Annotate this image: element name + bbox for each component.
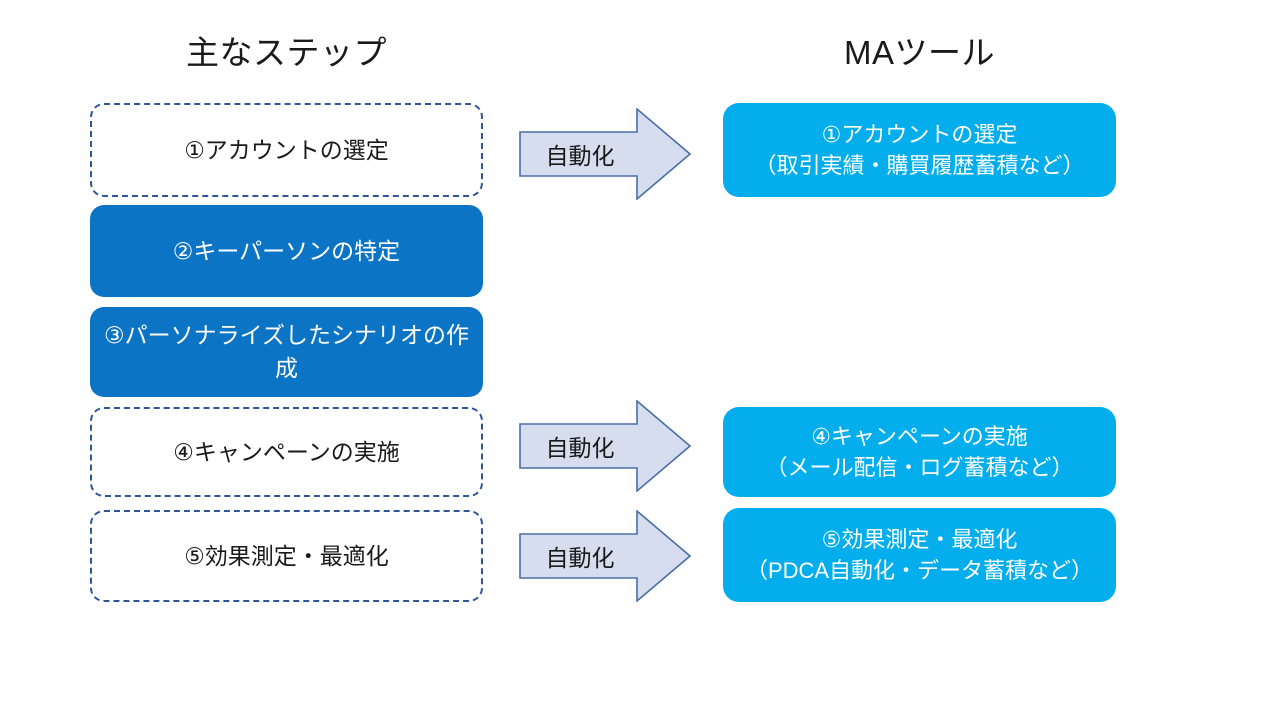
step-box-3[interactable]: ③パーソナライズしたシナリオの作成 [90, 307, 483, 397]
step-box-1-label: ①アカウントの選定 [184, 136, 389, 163]
step-box-5-label: ⑤効果測定・最適化 [184, 542, 389, 569]
right-arrow-icon [519, 108, 691, 200]
step-box-2-label: ②キーパーソンの特定 [172, 237, 401, 264]
right-arrow-icon [519, 400, 691, 492]
tool-box-1-text: ①アカウントの選定 （取引実績・購買履歴蓄積など） [737, 119, 1102, 181]
tool-box-5-line1: ⑤効果測定・最適化 [821, 527, 1018, 552]
automation-arrow-2[interactable]: 自動化 [519, 400, 691, 492]
step-box-4[interactable]: ④キャンペーンの実施 [90, 407, 483, 497]
tool-box-5-text: ⑤効果測定・最適化 （PDCA自動化・データ蓄積など） [737, 524, 1102, 586]
tool-box-4-line2: （メール配信・ログ蓄積など） [765, 455, 1074, 480]
tool-box-1-line1: ①アカウントの選定 [821, 122, 1018, 147]
tool-box-1-line2: （取引実績・購買履歴蓄積など） [754, 153, 1085, 178]
tool-column-heading: MAツール [844, 34, 995, 71]
step-box-4-label: ④キャンペーンの実施 [173, 438, 400, 465]
tool-box-4-line1: ④キャンペーンの実施 [811, 424, 1028, 449]
step-box-2[interactable]: ②キーパーソンの特定 [90, 205, 483, 297]
tool-box-5-line2: （PDCA自動化・データ蓄積など） [745, 558, 1094, 583]
steps-column-heading: 主なステップ [186, 34, 387, 71]
tool-box-4[interactable]: ④キャンペーンの実施 （メール配信・ログ蓄積など） [723, 407, 1116, 497]
right-arrow-icon [519, 510, 691, 602]
tool-box-5[interactable]: ⑤効果測定・最適化 （PDCA自動化・データ蓄積など） [723, 508, 1116, 602]
step-box-3-label: ③パーソナライズしたシナリオの作成 [104, 322, 469, 381]
step-box-5[interactable]: ⑤効果測定・最適化 [90, 510, 483, 602]
step-box-1[interactable]: ①アカウントの選定 [90, 103, 483, 197]
tool-box-1[interactable]: ①アカウントの選定 （取引実績・購買履歴蓄積など） [723, 103, 1116, 197]
tool-box-4-text: ④キャンペーンの実施 （メール配信・ログ蓄積など） [737, 421, 1102, 483]
automation-arrow-1[interactable]: 自動化 [519, 108, 691, 200]
automation-arrow-3[interactable]: 自動化 [519, 510, 691, 602]
